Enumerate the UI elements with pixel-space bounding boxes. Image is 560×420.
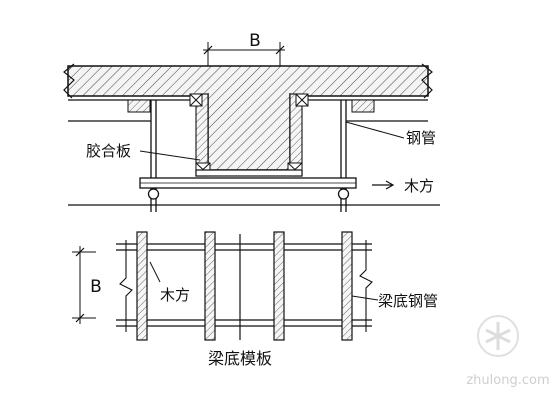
beam-bottom-pipe-1 [136, 231, 148, 341]
plan-dimension-label: B [90, 277, 102, 297]
section-dimension-label: B [249, 31, 261, 51]
label-steel-pipe: 钢管 [406, 129, 436, 147]
plan-caption: 梁底模板 [208, 349, 272, 368]
slab-break-line-left [63, 63, 75, 99]
watermark-logo-icon [477, 315, 519, 357]
plan-break-line-right [359, 240, 373, 332]
beam-bottom-pipe-2 [204, 231, 216, 341]
leader-plan-timber [149, 261, 161, 283]
plan-timber-top [116, 243, 372, 251]
top-corner-timber-left [189, 93, 203, 107]
leader-beam-bottom-pipe [351, 295, 379, 301]
section-dimension-b: B [203, 31, 285, 66]
top-corner-timber-right [295, 93, 309, 107]
plan-view: B 木方 梁底钢管 梁底模板 [72, 231, 438, 368]
plan-break-line-left [119, 240, 133, 332]
coupler-right [337, 188, 350, 200]
label-timber: 木方 [404, 177, 434, 195]
leader-plywood [139, 150, 201, 161]
label-plywood: 胶合板 [86, 142, 131, 160]
beam-bottom-pipe-3 [273, 231, 285, 341]
beam-bottom-plywood [195, 169, 303, 177]
slab-timber-right [351, 99, 375, 113]
plan-dimension-b: B [72, 246, 102, 324]
leader-steel-pipe [345, 121, 405, 139]
watermark: zhulong.com [466, 315, 550, 388]
slab-timber-left [127, 99, 151, 113]
arrow-timber [372, 180, 395, 190]
beam-bottom-pipe-4 [341, 231, 353, 341]
section-view: B [63, 31, 440, 212]
watermark-text: zhulong.com [466, 373, 549, 388]
label-plan-timber: 木方 [160, 286, 190, 304]
plan-timber-bottom [116, 319, 372, 327]
slab-break-line-right [421, 63, 433, 99]
coupler-left [147, 188, 160, 200]
label-beam-bottom-steel-pipe: 梁底钢管 [378, 292, 438, 310]
